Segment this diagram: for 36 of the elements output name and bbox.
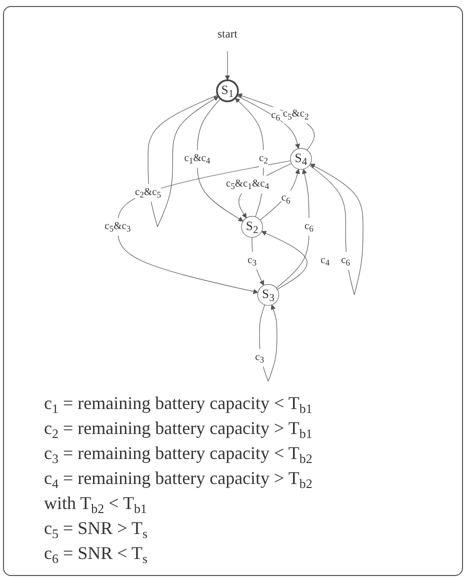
edge-label: c$_{1}$&c$_{4}$ — [184, 152, 210, 166]
arrow — [251, 237, 264, 286]
definition-text: c$_{2}$ = remaining battery capacity > T$_{b1}$ — [44, 417, 312, 442]
edge-label: c$_{3}$ — [254, 350, 264, 365]
arrow — [236, 93, 314, 150]
edge-label: c$_{3}$ — [247, 254, 256, 268]
arrow — [236, 95, 300, 149]
definition-text: c$_{4}$ = remaining battery capacity > T$_{b2}$ — [44, 467, 312, 492]
edge-label: c$_{6}$ — [281, 191, 290, 206]
node-circle: S$_{1}$ — [216, 79, 239, 102]
edge-label: c$_{6}$ — [270, 108, 280, 123]
definition-text: c$_{3}$ = remaining battery capacity < T$_{b2}$ — [44, 442, 312, 467]
arrow — [117, 160, 291, 294]
definition-text: with T$_{b2}$ < T$_{b1}$ — [44, 492, 148, 517]
arrow — [260, 168, 300, 220]
edge-label: c$_{6}$ — [304, 220, 314, 234]
node-circle: S$_{3}$ — [257, 284, 279, 306]
edge-label: c$_{5}$&c$_{3}$ — [104, 220, 130, 234]
definition-text: c$_{1}$ = remaining battery capacity < T$_{b1}$ — [44, 392, 312, 417]
node-circle: S$_{2}$ — [240, 216, 263, 238]
edge-label: c$_{2}$&c$_{5}$ — [134, 186, 161, 200]
arrow — [276, 168, 309, 288]
edge-label: c$_{4}$ — [320, 254, 330, 268]
node-text: start — [217, 28, 238, 40]
edge-label: c$_{5}$&c$_{2}$ — [282, 107, 309, 122]
definition-text: c$_{5}$ = SNR > T$_{s}$ — [44, 517, 149, 542]
arrow — [261, 230, 308, 290]
edge-label: c$_{5}$&c$_{1}$&c$_{4}$ — [226, 177, 269, 192]
node-circle: S$_{4}$ — [290, 148, 312, 170]
edge-label: c$_{2}$ — [258, 152, 268, 166]
definition-text: c$_{6}$ = SNR < T$_{s}$ — [44, 542, 149, 567]
arrow — [238, 163, 292, 218]
edge-label: c$_{6}$ — [340, 254, 350, 268]
arrow — [308, 164, 363, 296]
arrow — [258, 304, 277, 382]
arrow — [224, 51, 230, 81]
